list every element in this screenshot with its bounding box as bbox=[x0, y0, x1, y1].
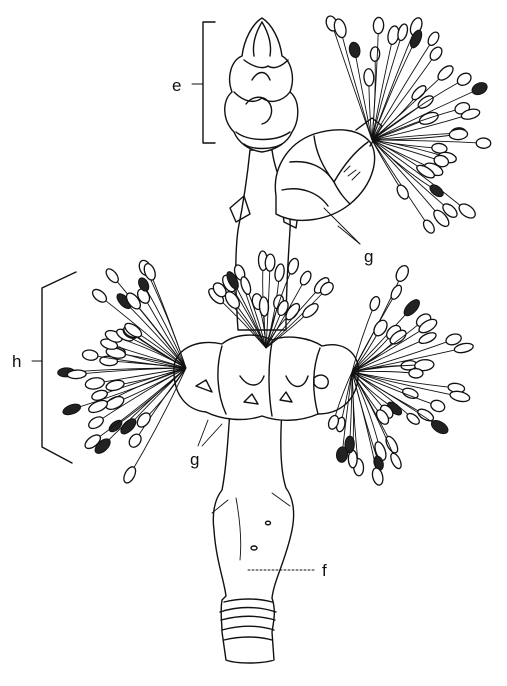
stamen-anther bbox=[426, 30, 441, 47]
stamen-anther bbox=[67, 370, 86, 380]
stamen-filament bbox=[352, 371, 416, 373]
stamen-anther bbox=[368, 295, 381, 312]
label-h: h bbox=[12, 352, 21, 371]
stamen-anther bbox=[449, 129, 468, 141]
stamen-anther bbox=[265, 254, 275, 271]
stamen-filament bbox=[372, 140, 441, 218]
stamen-anther bbox=[421, 218, 436, 235]
stamen-anther bbox=[90, 287, 109, 305]
woody-stem bbox=[212, 410, 294, 663]
stamen-anther bbox=[428, 182, 446, 199]
stamen-anther bbox=[396, 23, 409, 42]
stamen-anther bbox=[476, 138, 491, 149]
stamen-anther bbox=[82, 349, 99, 361]
stamen-anther bbox=[105, 379, 125, 393]
stamen-anther bbox=[84, 376, 105, 390]
stamen-anther bbox=[348, 41, 361, 58]
terminal-bud bbox=[225, 18, 298, 152]
stamen-anther bbox=[127, 432, 144, 450]
stamen-anther bbox=[395, 183, 411, 201]
stamen-anther bbox=[428, 45, 445, 63]
stamen-anther bbox=[389, 452, 404, 470]
stamen-filament bbox=[352, 372, 410, 393]
stamen-anther bbox=[457, 201, 478, 221]
stamen-anther bbox=[371, 467, 385, 486]
stamen-anther bbox=[429, 398, 446, 413]
label-g-upper: g bbox=[364, 247, 373, 266]
stamen-anther bbox=[62, 402, 82, 417]
stamen-anther bbox=[336, 446, 349, 463]
stamen-filament bbox=[372, 140, 467, 211]
stamen-anther bbox=[401, 297, 422, 318]
bracket-h bbox=[32, 272, 76, 463]
stamen-anther bbox=[298, 270, 313, 287]
stamen-anther bbox=[91, 389, 109, 402]
stamen-anther bbox=[370, 47, 380, 62]
stamen-anther bbox=[364, 68, 375, 86]
stamen-anther bbox=[121, 465, 138, 485]
stamen-anther bbox=[409, 368, 423, 378]
stamen-anther bbox=[394, 264, 411, 284]
label-f: f bbox=[322, 561, 327, 580]
stamen-anther bbox=[373, 17, 384, 34]
label-g-lower: g bbox=[190, 450, 199, 469]
stamen-anther bbox=[300, 301, 320, 320]
bracket-e bbox=[192, 22, 215, 143]
stamen-filament bbox=[372, 140, 429, 227]
stamen-anther bbox=[87, 414, 106, 431]
stamen-filament bbox=[352, 372, 456, 388]
label-e: e bbox=[172, 76, 181, 95]
stamen-anther bbox=[332, 18, 348, 39]
stamen-anther bbox=[104, 267, 121, 285]
stamen-anther bbox=[389, 284, 404, 301]
stamen-anther bbox=[118, 416, 138, 436]
stamen-anther bbox=[470, 80, 489, 97]
stamen-anther bbox=[449, 390, 471, 404]
stamen-anther bbox=[455, 71, 473, 88]
